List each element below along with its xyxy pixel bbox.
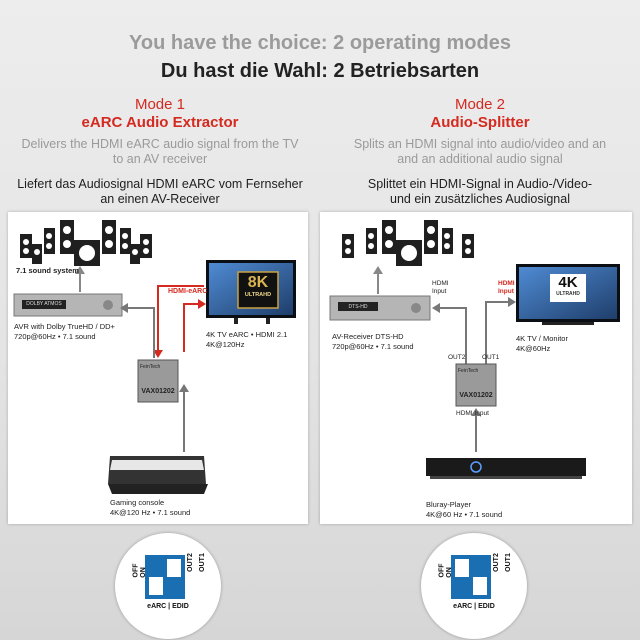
hdmi-input-label: HDMI Input [456, 410, 489, 417]
mode2-desc-de: Splittet ein HDMI-Signal in Audio-/Video… [367, 177, 593, 206]
dip-switch-out2-lever[interactable] [149, 577, 163, 595]
dip-switch-out2-lever[interactable] [455, 559, 469, 577]
mode1-switch-circle: OFF ON OUT2 OUT1 eARC | EDID [115, 533, 221, 639]
avr-display: DOLBY ATMOS [26, 301, 62, 307]
mode1-diagram-graphics [13, 220, 296, 494]
mode1-desc-en: Delivers the HDMI eARC audio signal from… [21, 137, 299, 166]
switch-out1-label: OUT1 [198, 553, 206, 572]
speaker-set-icon [20, 220, 152, 266]
dip-switch[interactable] [451, 555, 491, 599]
speaker-set-icon [342, 220, 474, 266]
switch-bottom-label: eARC | EDID [147, 603, 189, 610]
device-brand: FeinTech [458, 368, 479, 374]
mode2-desc-en: Splits an HDMI signal into audio/video a… [353, 137, 607, 166]
switch-off-label: OFF [132, 563, 140, 578]
dip-switch[interactable] [145, 555, 185, 599]
avr-label: AVR with Dolby TrueHD / DD+720p@60Hz • 7… [14, 322, 115, 341]
dip-switch-out1-lever[interactable] [473, 577, 487, 595]
tv-4k-badge: 4K ULTRAHD [556, 274, 580, 298]
device-model: VAX01202 [141, 388, 175, 395]
out2-label: OUT2 [448, 354, 466, 361]
tv-8k-badge: 8K ULTRAHD [244, 274, 272, 298]
title-english: You have the choice: 2 operating modes [129, 32, 511, 54]
avr-display: DTS-HD [348, 304, 368, 310]
mode1-desc-de: Liefert das Audiosignal HDMI eARC vom Fe… [17, 177, 303, 206]
earc-label: HDMI-eARC [168, 288, 208, 295]
switch-out1-label: OUT1 [504, 553, 512, 572]
device-model: VAX01202 [459, 392, 493, 399]
switch-bottom-label: eARC | EDID [453, 603, 495, 610]
mode1-label: Mode 1 [134, 96, 186, 113]
switch-out2-label: OUT2 [492, 553, 500, 572]
mode2-label: Mode 2 [454, 96, 506, 113]
mode1-name: eARC Audio Extractor [81, 114, 239, 131]
switch-out2-label: OUT2 [186, 553, 194, 572]
switch-off-label: OFF [438, 563, 446, 578]
dip-switch-out1-lever[interactable] [167, 559, 181, 577]
out1-label: OUT1 [482, 354, 500, 361]
device-brand: FeinTech [140, 364, 161, 370]
speaker-label: 7.1 sound system [16, 266, 79, 275]
title-german: Du hast die Wahl: 2 Betriebsarten [160, 60, 480, 82]
mode2-name: Audio-Splitter [430, 114, 530, 131]
mode2-switch-circle: OFF ON OUT2 OUT1 eARC | EDID [421, 533, 527, 639]
mode2-diagram-graphics [329, 220, 620, 479]
mode1-diagram-panel: 7.1 sound system DOLBY ATMOS AVR with Do… [8, 212, 308, 524]
